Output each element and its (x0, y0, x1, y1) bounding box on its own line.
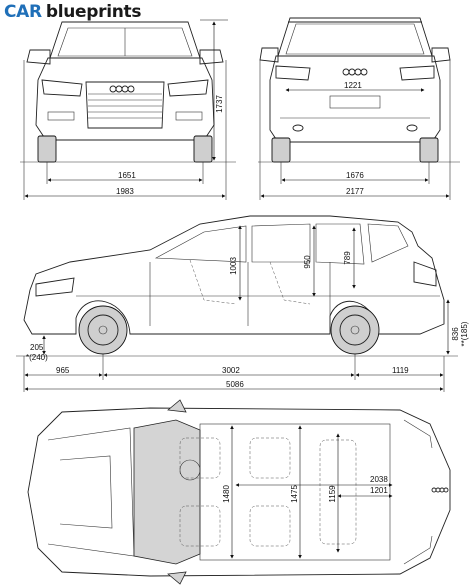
side-950-label: 950 (303, 255, 312, 269)
side-ground-rear-alt-label: **(185) (460, 321, 469, 346)
side-1003-label: 1003 (229, 257, 238, 275)
front-track-label: 1651 (118, 171, 136, 180)
front-view: 1737 1651 1983 (20, 19, 236, 200)
rear-track-label: 1676 (346, 171, 364, 180)
side-rear-overhang-label: 1119 (392, 366, 409, 375)
top-1159-label: 1159 (328, 485, 337, 503)
logo-car-text: CAR (4, 2, 42, 22)
front-height-label: 1737 (215, 95, 224, 113)
side-789-label: 789 (343, 251, 352, 265)
top-1201-label: 1201 (370, 486, 388, 495)
side-ground-front-alt-label: *(240) (26, 353, 48, 362)
side-view: 1003 950 789 205 *(240) 836 **(185) 965 … (16, 215, 469, 392)
top-2038-label: 2038 (370, 475, 388, 484)
rear-width-label: 2177 (346, 187, 364, 196)
front-width-label: 1983 (116, 187, 134, 196)
side-ground-front-label: 205 (30, 343, 44, 352)
rear-1221-label: 1221 (344, 81, 362, 90)
top-view: 1480 1475 1159 2038 1201 (27, 399, 451, 585)
top-1475-label: 1475 (290, 485, 299, 503)
logo-blueprints-text: blueprints (45, 2, 142, 22)
top-1480-label: 1480 (222, 485, 231, 503)
side-front-overhang-label: 965 (56, 366, 70, 375)
rear-view: 1221 1676 2177 (258, 17, 460, 200)
side-wheelbase-label: 3002 (222, 366, 240, 375)
side-length-label: 5086 (226, 380, 244, 389)
side-ground-rear-label: 836 (451, 327, 460, 341)
